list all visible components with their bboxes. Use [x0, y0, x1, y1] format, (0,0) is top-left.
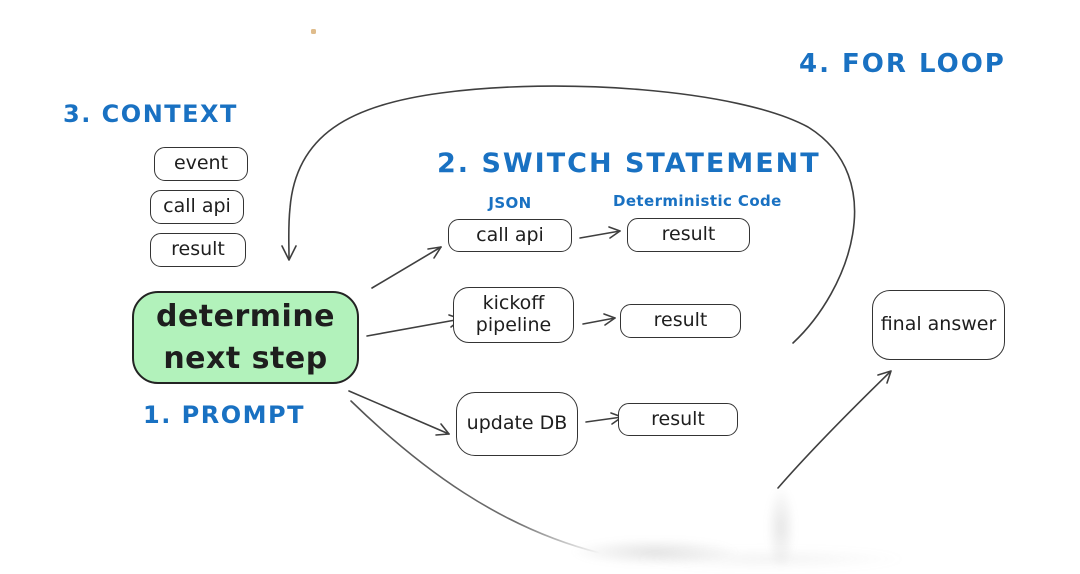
arrow-for-loop-head [281, 245, 297, 261]
arrow-prompt-to-call-api [371, 246, 442, 289]
node-result-2-label: result [653, 309, 708, 332]
node-result-1: result [627, 218, 750, 252]
node-result-2: result [620, 304, 741, 338]
arrow-for-loop [287, 85, 856, 344]
node-call-api-label: call api [476, 223, 544, 246]
node-call-api-context-label: call api [163, 195, 231, 218]
node-result-3-label: result [651, 407, 705, 430]
arrow-update-db-to-result [585, 416, 623, 423]
node-result-context-label: result [171, 238, 225, 261]
node-result-3: result [618, 403, 738, 436]
stray-dot [311, 29, 316, 34]
curve-faded-tail [350, 400, 601, 554]
arrow-prompt-to-kickoff [366, 318, 462, 337]
arrow-to-final-answer-head [877, 370, 892, 384]
node-event: event [154, 147, 248, 181]
node-determine-next-step-line1: determine [155, 298, 336, 334]
heading-for-loop: 4. FOR LOOP [799, 49, 1006, 79]
node-update-db: update DB [456, 392, 578, 456]
node-final-answer: final answer [872, 290, 1005, 360]
label-json: JSON [488, 194, 532, 212]
arrow-prompt-to-call-api-head [427, 246, 442, 259]
node-call-api-context: call api [150, 190, 244, 224]
node-event-label: event [173, 152, 229, 175]
node-determine-next-step: determine next step [132, 291, 359, 384]
label-deterministic-code: Deterministic Code [613, 192, 782, 210]
node-update-db-label: update DB [466, 412, 568, 435]
heading-switch-statement: 2. SWITCH STATEMENT [437, 148, 821, 179]
node-result-context: result [150, 233, 246, 267]
node-result-1-label: result [661, 223, 716, 246]
node-call-api: call api [448, 219, 572, 252]
arrow-prompt-to-update-db [348, 390, 450, 435]
arrow-call-api-to-result-head [608, 226, 621, 239]
node-final-answer-label: final answer [880, 313, 997, 336]
node-kickoff-pipeline-line2: pipeline [475, 314, 552, 336]
arrow-call-api-to-result [579, 230, 621, 239]
node-kickoff-pipeline: kickoff pipeline [453, 287, 574, 343]
node-determine-next-step-line2: next step [163, 340, 328, 376]
heading-prompt: 1. PROMPT [143, 401, 305, 429]
arrow-to-final-answer [777, 371, 891, 489]
arrow-kickoff-to-result-head [603, 313, 616, 326]
arrow-kickoff-to-result [582, 317, 616, 325]
heading-context: 3. CONTEXT [63, 100, 238, 128]
arrow-prompt-to-update-db-head [435, 423, 450, 436]
node-kickoff-pipeline-line1: kickoff [482, 292, 545, 315]
